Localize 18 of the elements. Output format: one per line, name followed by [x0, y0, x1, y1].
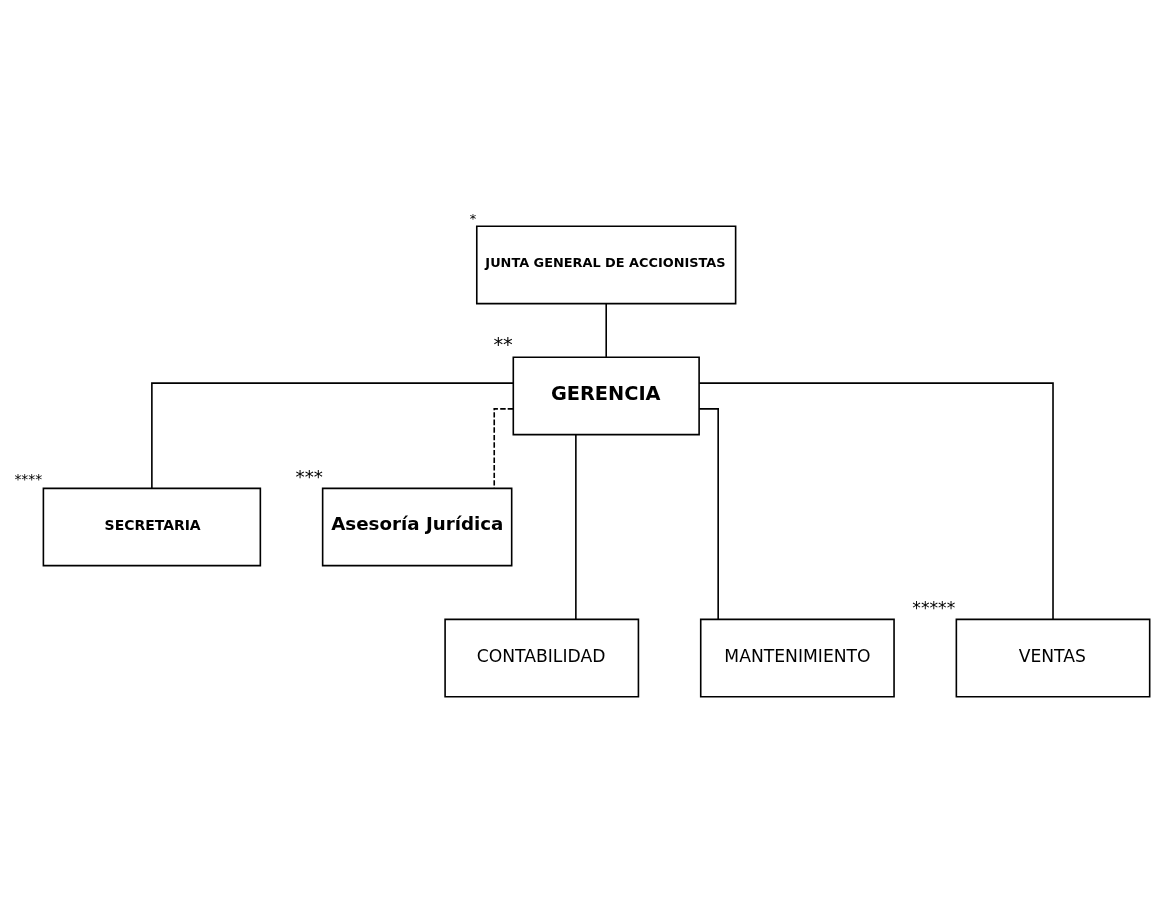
node-label: *	[469, 210, 477, 226]
node-box: JUNTA GENERAL DE ACCIONISTAS	[475, 224, 737, 304]
connector	[605, 302, 607, 358]
connector	[575, 433, 577, 620]
node-box: VENTAS	[955, 618, 1151, 697]
node-label: ****	[14, 470, 43, 487]
node-label: ***	[295, 465, 323, 487]
node-box: GERENCIA	[512, 356, 700, 435]
node-box: SECRETARIA	[42, 487, 262, 566]
node-label: *****	[912, 597, 956, 618]
node-box: MANTENIMIENTO	[699, 618, 895, 697]
node-box: CONTABILIDAD	[444, 618, 640, 697]
connector	[698, 407, 719, 620]
connector	[151, 381, 514, 489]
connector	[493, 407, 515, 489]
connector	[698, 381, 1054, 620]
node-box: Asesoría Jurídica	[321, 487, 513, 566]
node-label: **	[493, 332, 513, 356]
